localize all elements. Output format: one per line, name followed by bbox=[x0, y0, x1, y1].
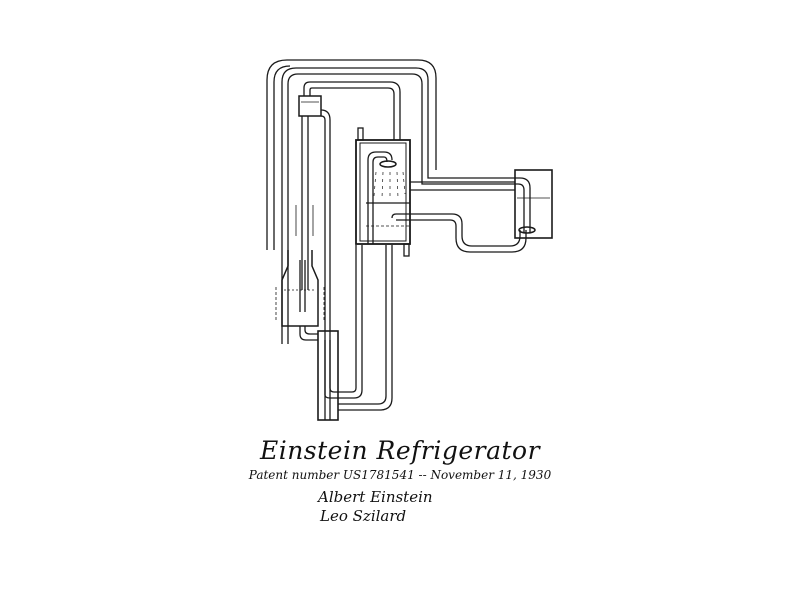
condenser-vessel bbox=[410, 169, 553, 239]
signature-szilard: Leo Szilard bbox=[320, 507, 407, 525]
diagram-title: Einstein Refrigerator bbox=[259, 436, 541, 465]
lower-u-tube bbox=[317, 245, 393, 421]
evaporator-housing bbox=[355, 127, 527, 257]
absorber-vessel bbox=[275, 250, 325, 341]
signature-einstein: Albert Einstein bbox=[318, 488, 433, 506]
patent-number: Patent number US1781541 -- November 11, … bbox=[248, 468, 552, 482]
header-tank bbox=[298, 81, 401, 140]
outer-loop-pipe bbox=[266, 59, 515, 344]
left-column bbox=[295, 109, 331, 420]
